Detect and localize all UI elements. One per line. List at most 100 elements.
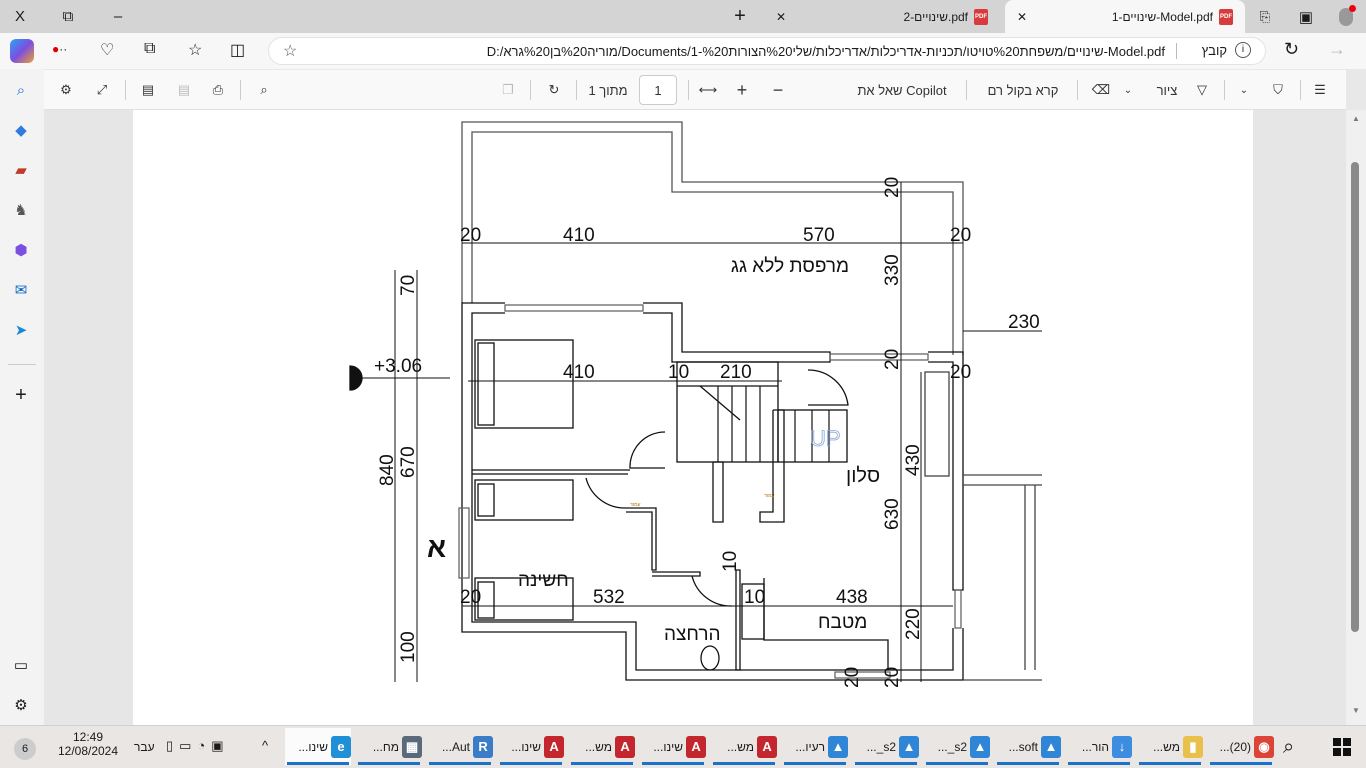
divider xyxy=(576,80,577,100)
print-icon[interactable]: ⎙ xyxy=(212,82,224,97)
refresh-icon[interactable]: ↻ xyxy=(1284,39,1300,59)
page-number-input[interactable]: 1 xyxy=(639,75,677,105)
info-icon[interactable]: i xyxy=(1235,42,1251,58)
close-window-button[interactable]: X xyxy=(14,8,25,25)
time: 12:49 xyxy=(72,730,104,744)
save-as-icon[interactable]: ▤ xyxy=(141,82,155,97)
forward-icon[interactable]: → xyxy=(1328,39,1346,59)
minimize-window-button[interactable]: – xyxy=(113,8,123,25)
scroll-down-icon[interactable]: ▼ xyxy=(1352,706,1360,715)
profile-avatar[interactable] xyxy=(1326,0,1366,33)
language-indicator[interactable]: עבר xyxy=(134,740,155,754)
dimension-label: 410 xyxy=(563,225,595,246)
eraser-dropdown-icon[interactable]: ⌄ xyxy=(1123,84,1133,96)
fit-to-width-icon[interactable]: ⟷ xyxy=(698,82,718,97)
collections-icon[interactable]: ⧉ xyxy=(144,40,156,57)
fullscreen-icon[interactable]: ⤢ xyxy=(96,82,108,97)
highlight-dropdown-icon[interactable]: ⌄ xyxy=(1239,84,1249,96)
taskbar xyxy=(0,725,1366,768)
tab-close-icon[interactable]: ✕ xyxy=(1017,9,1028,24)
read-aloud-button[interactable]: קרא בקול רם xyxy=(987,82,1059,98)
page-view-icon[interactable]: ❐ xyxy=(502,82,514,97)
games-icon[interactable]: ♞ xyxy=(14,202,28,219)
eraser-icon[interactable]: ⌫ xyxy=(1091,82,1111,97)
save-icon[interactable]: ▤ xyxy=(177,82,191,97)
ask-copilot-button[interactable]: שאל את Copilot xyxy=(857,82,947,98)
shopping-icon[interactable]: ◆ xyxy=(15,122,27,139)
favorite-star-icon[interactable]: ☆ xyxy=(283,43,298,60)
split-screen-icon[interactable]: ◫ xyxy=(230,42,246,59)
dimension-label: 410 xyxy=(563,362,595,383)
taskbar-app-photos[interactable]: ▲s2_... xyxy=(924,728,990,765)
dimension-label: 210 xyxy=(720,362,752,383)
autocad-icon: A xyxy=(686,735,706,758)
pillow xyxy=(477,342,495,426)
tab-actions-icon[interactable]: ⎘ xyxy=(1259,8,1271,24)
start-button[interactable] xyxy=(1333,738,1351,756)
tools-icon[interactable]: ▰ xyxy=(15,162,27,179)
zoom-out-button[interactable]: − xyxy=(772,79,784,100)
health-icon[interactable]: ♡ xyxy=(100,42,115,59)
scrollbar[interactable]: ▲ ▼ xyxy=(1346,110,1366,725)
door-swing xyxy=(629,431,666,469)
taskbar-app-photos[interactable]: ▲soft... xyxy=(995,728,1061,765)
terrace-wall-inner xyxy=(471,131,954,355)
taskbar-app-photos[interactable]: ▲s2_... xyxy=(853,728,919,765)
copilot-icon[interactable] xyxy=(10,39,34,63)
column-label: עמוד xyxy=(630,502,641,508)
search-icon[interactable]: ⌕ xyxy=(1283,736,1295,758)
settings-icon[interactable]: ⚙ xyxy=(60,82,72,97)
running-indicator xyxy=(1210,762,1272,765)
taskbar-app-photos[interactable]: ▲רעיו... xyxy=(782,728,848,765)
url-text[interactable]: D:/מוריה%20בן%20גרא/Documents/1-שינויים/… xyxy=(486,44,1165,59)
find-icon[interactable]: ⌕ xyxy=(260,82,268,97)
new-tab-button[interactable]: + xyxy=(734,5,746,27)
add-icon[interactable]: + xyxy=(15,383,27,406)
taskbar-app-download[interactable]: ↓הור... xyxy=(1066,728,1132,765)
telegram-icon[interactable]: ➤ xyxy=(14,322,28,339)
sidebar-toggle-icon[interactable]: ▭ xyxy=(13,657,29,674)
outlook-icon[interactable]: ✉ xyxy=(14,282,28,299)
workspaces-icon[interactable]: ▣ xyxy=(1298,8,1314,26)
door-swing xyxy=(585,477,627,509)
search-icon[interactable]: ⌕ xyxy=(16,81,26,99)
tray-overflow-icon[interactable]: ^ xyxy=(262,738,269,753)
restore-window-button[interactable]: ⧉ xyxy=(62,8,74,25)
microsoft365-icon[interactable]: ⬢ xyxy=(14,242,28,259)
notification-badge[interactable]: 6 xyxy=(14,738,36,760)
address-bar[interactable]: ☆ D:/מוריה%20בן%20גרא/Documents/1-שינויי… xyxy=(268,37,1266,65)
tray-icons[interactable]: ▯▭◔▣ xyxy=(166,738,230,753)
extensions-icon[interactable]: ●·· xyxy=(52,42,68,56)
draw-icon[interactable]: ▽ xyxy=(1197,82,1207,97)
contents-button[interactable]: ☰ xyxy=(1314,82,1326,97)
taskbar-app-chrome[interactable]: ◉(20)... xyxy=(1208,728,1274,765)
favorites-icon[interactable]: ☆ xyxy=(188,42,203,59)
column xyxy=(712,461,724,523)
zoom-in-button[interactable]: + xyxy=(736,79,748,100)
rotate-icon[interactable]: ↻ xyxy=(548,82,560,97)
dimension-label: 840 xyxy=(377,454,398,486)
divider xyxy=(688,80,689,100)
running-indicator xyxy=(642,762,704,765)
draw-label[interactable]: ציור xyxy=(1156,82,1178,98)
taskbar-app-calculator[interactable]: ▦מח... xyxy=(356,728,422,765)
scrollbar-thumb[interactable] xyxy=(1351,162,1359,632)
highlight-icon[interactable]: ⛉ xyxy=(1273,82,1283,97)
taskbar-app-folder[interactable]: ▮מש... xyxy=(1137,728,1203,765)
scroll-up-icon[interactable]: ▲ xyxy=(1352,114,1360,123)
dimension-label: 220 xyxy=(903,608,924,640)
section-mark: א xyxy=(427,532,446,563)
settings-icon[interactable]: ⚙ xyxy=(14,697,28,714)
tab-close-icon[interactable]: ✕ xyxy=(776,9,787,24)
tab-title: שינויים-1-Model.pdf xyxy=(1111,9,1213,24)
pdf-toolbar xyxy=(44,70,1346,110)
